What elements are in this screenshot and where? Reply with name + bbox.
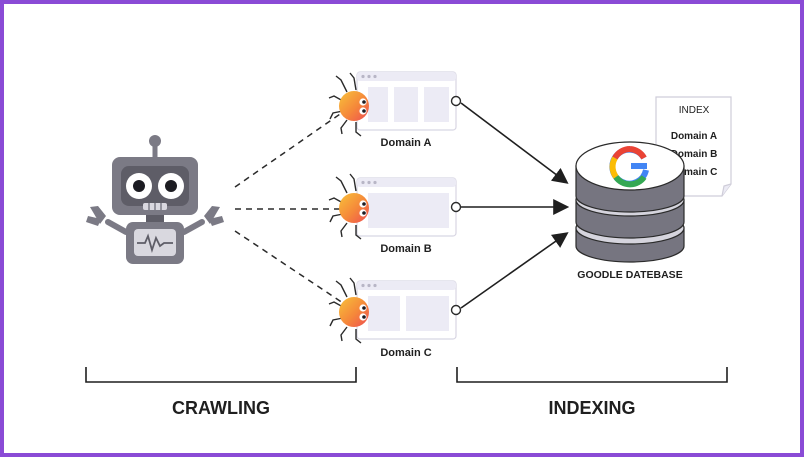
spider-icon: [328, 72, 369, 137]
spider-icon: [328, 173, 369, 240]
database-icon: [575, 141, 685, 263]
crawling-bracket: [85, 367, 357, 383]
domain-c-group: Domain C: [328, 277, 462, 359]
crawling-section-label: CRAWLING: [172, 398, 270, 418]
domain-a-label: Domain A: [381, 137, 432, 149]
arrow-a: [460, 102, 569, 184]
domain-b-group: Domain B: [328, 173, 462, 255]
domain-a-group: Domain A: [328, 71, 462, 149]
indexing-section-label: INDEXING: [548, 398, 635, 418]
indexing-bracket: [456, 367, 728, 383]
index-title: INDEX: [679, 105, 710, 116]
index-arrows: [460, 102, 570, 309]
domain-c-label: Domain C: [380, 347, 431, 359]
domain-b-label: Domain B: [380, 243, 431, 255]
robot-icon: [86, 135, 224, 264]
google-logo-icon: [609, 146, 649, 188]
crawl-line-c: [234, 230, 344, 304]
spider-icon: [328, 277, 369, 344]
database-label: GOODLE DATEBASE: [577, 269, 682, 281]
crawl-line-a: [234, 111, 344, 188]
connector-dot: [450, 95, 462, 107]
browser-window-icon: [356, 71, 457, 131]
index-entry: Domain C: [671, 167, 718, 178]
arrow-c: [460, 232, 569, 309]
browser-window-icon: [356, 177, 457, 237]
crawl-connectors: [234, 111, 344, 304]
connector-dot: [450, 201, 462, 213]
index-entry: Domain A: [671, 131, 717, 142]
browser-window-icon: [356, 280, 457, 340]
connector-dot: [450, 304, 462, 316]
index-entry: Domain B: [671, 149, 718, 160]
